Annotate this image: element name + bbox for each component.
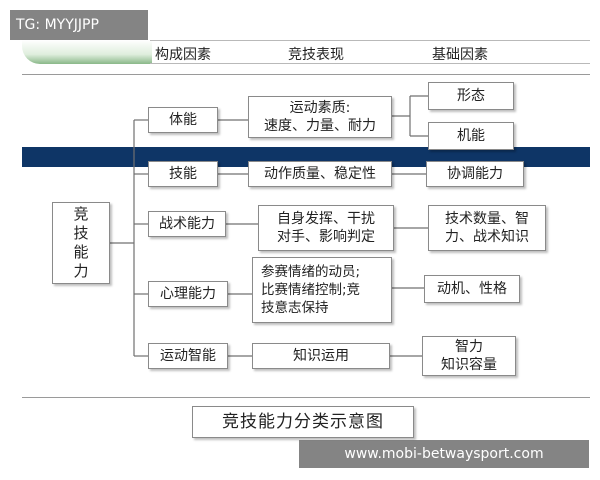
root-box: 竞 技 能 力 bbox=[52, 202, 110, 284]
watermark-bottom-right: www.mobi-betwaysport.com bbox=[299, 440, 589, 468]
basis-box-intelligence: 智力 知识容量 bbox=[422, 336, 516, 376]
watermark-top-left: TG: MYYJJPP bbox=[10, 10, 148, 40]
factor-box-physical: 体能 bbox=[148, 107, 218, 133]
performance-box-intelligence: 知识运用 bbox=[252, 343, 390, 369]
performance-box-skill: 动作质量、稳定性 bbox=[248, 161, 392, 187]
factor-box-psychology: 心理能力 bbox=[148, 281, 228, 307]
basis-box-form: 形态 bbox=[428, 82, 514, 110]
caption-box: 竞技能力分类示意图 bbox=[192, 406, 414, 438]
basis-box-coordination: 协调能力 bbox=[426, 161, 524, 187]
factor-box-intelligence: 运动智能 bbox=[148, 343, 228, 369]
header-thin-rule bbox=[22, 74, 590, 75]
header-top-rule bbox=[150, 40, 590, 41]
header-green-accent bbox=[22, 40, 152, 64]
basis-box-function: 机能 bbox=[428, 122, 514, 150]
footer-rule bbox=[22, 397, 590, 398]
performance-box-tactics: 自身发挥、干扰 对手、影响判定 bbox=[258, 205, 394, 251]
header-col-basis: 基础因素 bbox=[432, 47, 488, 63]
factor-box-tactics: 战术能力 bbox=[148, 211, 226, 237]
header-col-factors: 构成因素 bbox=[155, 47, 211, 63]
basis-box-psychology: 动机、性格 bbox=[424, 275, 520, 303]
performance-box-psychology: 参赛情绪的动员; 比赛情绪控制;竞 技意志保持 bbox=[252, 257, 392, 323]
header-col-performance: 竞技表现 bbox=[288, 47, 344, 63]
header-bottom-rule bbox=[150, 63, 590, 64]
basis-box-tactics: 技术数量、智 力、战术知识 bbox=[428, 205, 546, 251]
performance-box-physical: 运动素质: 速度、力量、耐力 bbox=[248, 96, 392, 138]
factor-box-skill: 技能 bbox=[148, 161, 218, 187]
